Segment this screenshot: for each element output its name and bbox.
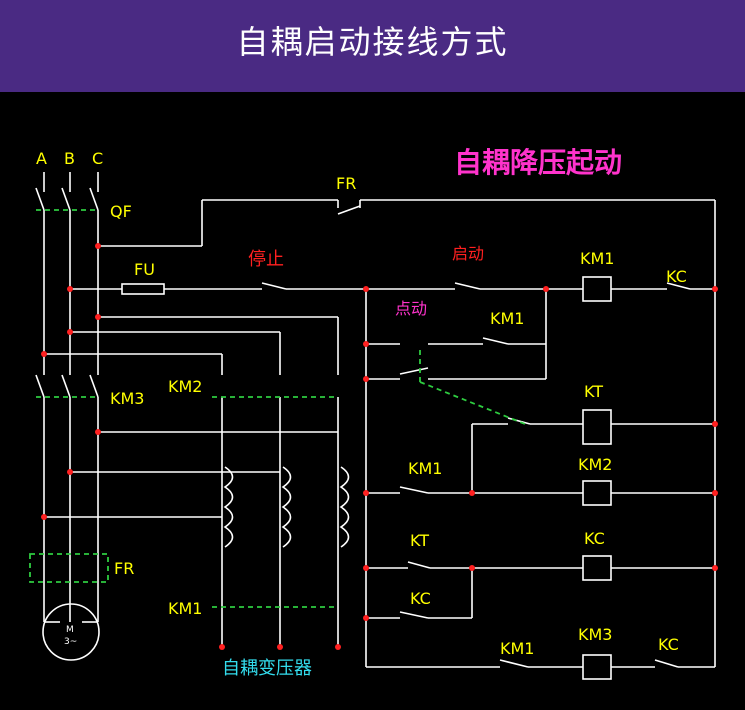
motor-label-1: M (66, 625, 74, 635)
mechanical-links (29, 209, 526, 608)
km1-nc-label: KM1 (500, 639, 534, 658)
wires (35, 172, 716, 668)
coil-boxes (42, 276, 612, 680)
km3-label: KM3 (110, 389, 144, 408)
km1-coil-label: KM1 (580, 249, 614, 268)
qf-label: QF (110, 202, 132, 221)
fu-label: FU (134, 260, 155, 279)
transformer-label: 自耦变压器 (222, 658, 312, 679)
motor-label-2: 3~ (64, 637, 77, 647)
diagram-heading: 自耦降压起动 (454, 146, 622, 179)
km2-label: KM2 (168, 377, 202, 396)
wiring-diagram: A B C QF KM3 KM2 KM1 FR FR FU KM1 KC KM1… (29, 146, 718, 680)
km1-power-label: KM1 (168, 599, 202, 618)
page-title: 自耦启动接线方式 (236, 23, 509, 61)
km3-coil-label: KM3 (578, 625, 612, 644)
stop-label: 停止 (248, 249, 284, 270)
phase-c-label: C (92, 149, 103, 168)
kt-contact-label: KT (410, 531, 429, 550)
fr-ctrl-label: FR (336, 174, 356, 193)
jog-label: 点动 (395, 299, 427, 318)
phase-a-label: A (36, 149, 47, 168)
start-label: 启动 (452, 244, 484, 263)
kt-coil-label: KT (584, 382, 603, 401)
km2-coil-label: KM2 (578, 455, 612, 474)
km1-aux2-label: KM1 (408, 459, 442, 478)
km1-aux-label: KM1 (490, 309, 524, 328)
nodes (41, 243, 718, 650)
kc-contact-3-label: KC (658, 635, 679, 654)
kc-coil-label: KC (584, 529, 605, 548)
fr-label: FR (114, 559, 134, 578)
phase-b-label: B (64, 149, 75, 168)
kc-contact-2-label: KC (410, 589, 431, 608)
kc-contact-1-label: KC (666, 267, 687, 286)
title-banner (0, 0, 745, 92)
